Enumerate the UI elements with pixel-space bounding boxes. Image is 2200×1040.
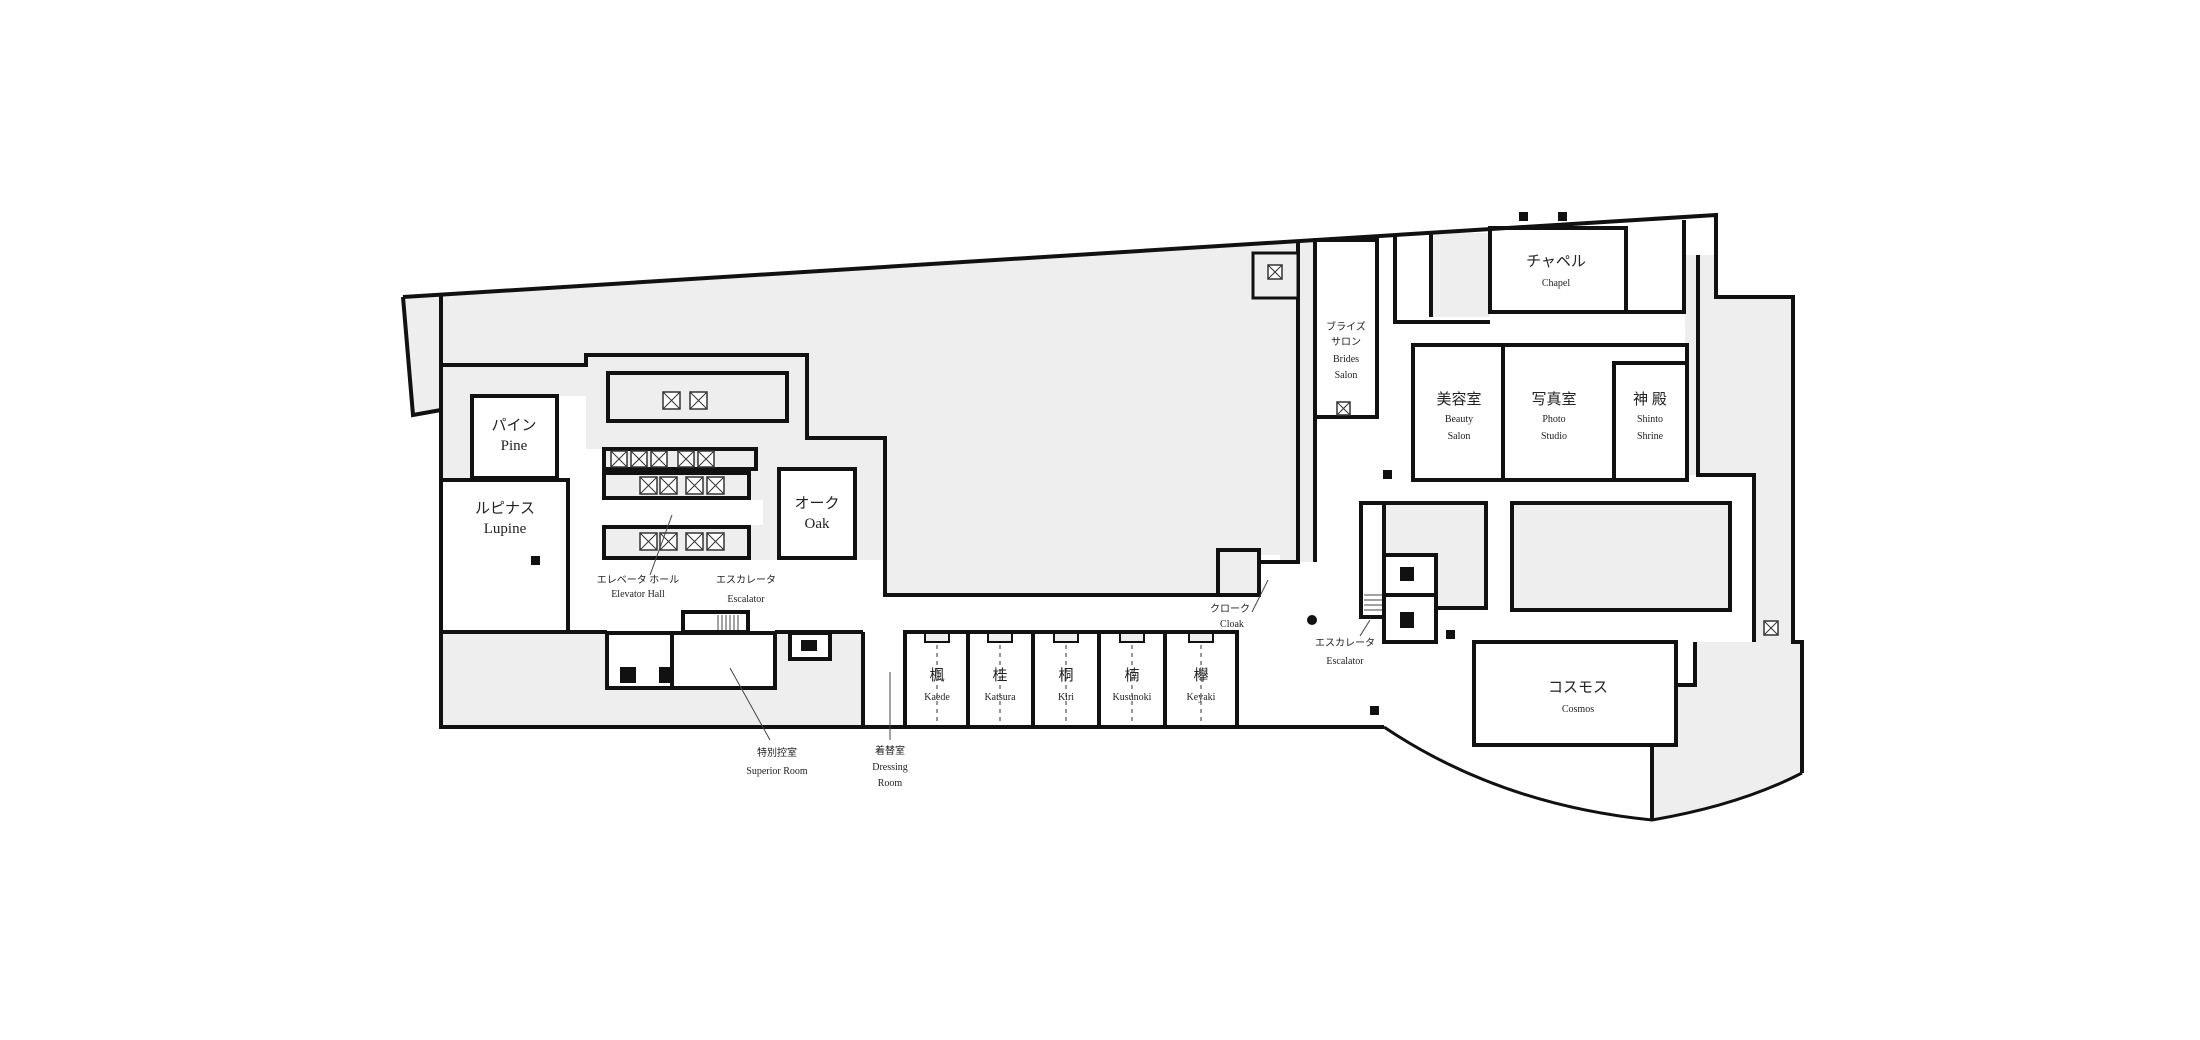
escalator-steps bbox=[717, 594, 1382, 630]
restroom-icons bbox=[620, 567, 1414, 683]
label-keyaki-en: Keyaki bbox=[1187, 692, 1216, 703]
label-dressing-ja: 着替室 bbox=[875, 744, 905, 757]
elevator-icon bbox=[685, 476, 704, 495]
leader-lines bbox=[649, 514, 1371, 741]
label-brides-ja1: ブライズ bbox=[1326, 320, 1366, 333]
elevator-icon bbox=[639, 532, 658, 551]
label-chapel-en: Chapel bbox=[1542, 278, 1571, 289]
label-keyaki-ja: 欅 bbox=[1193, 667, 1208, 684]
escalator-west bbox=[681, 610, 750, 634]
label-oak-ja: オーク bbox=[794, 495, 839, 512]
room-chapel[interactable] bbox=[1488, 226, 1628, 314]
label-elevator-hall-en: Elevator Hall bbox=[611, 589, 665, 600]
label-superior-room-en: Superior Room bbox=[746, 766, 808, 777]
label-kiri-ja: 桐 bbox=[1058, 667, 1073, 684]
label-chapel-ja: チャペル bbox=[1526, 254, 1586, 270]
label-escalator-east-ja: エスカレータ bbox=[1315, 637, 1375, 649]
restroom-women-icon bbox=[620, 667, 636, 683]
label-kaede-en: Kaede bbox=[924, 692, 950, 703]
room-cosmos[interactable] bbox=[1472, 640, 1678, 747]
label-cloak-ja: クローク bbox=[1210, 603, 1250, 615]
label-cloak-en: Cloak bbox=[1220, 619, 1244, 630]
label-photo-en2: Studio bbox=[1541, 431, 1567, 442]
restroom-women-icon bbox=[1400, 567, 1414, 581]
label-kaede-ja: 楓 bbox=[929, 667, 944, 684]
label-katsura-en: Katsura bbox=[984, 692, 1016, 703]
label-shinto-ja: 神 殿 bbox=[1633, 391, 1667, 408]
phone-icon bbox=[801, 640, 817, 651]
label-photo-ja: 写真室 bbox=[1531, 390, 1576, 408]
elevator-icon bbox=[659, 476, 678, 495]
room-oak[interactable] bbox=[777, 467, 857, 560]
label-cosmos-ja: コスモス bbox=[1548, 680, 1608, 696]
label-cosmos-en: Cosmos bbox=[1562, 704, 1594, 715]
label-pine-en: Pine bbox=[501, 438, 528, 454]
label-shinto-en1: Shinto bbox=[1637, 414, 1663, 425]
restroom-men-icon bbox=[1400, 612, 1414, 628]
room-shinto-shrine[interactable] bbox=[1612, 361, 1689, 482]
elevator-icon bbox=[677, 450, 695, 468]
label-beauty-ja: 美容室 bbox=[1436, 391, 1481, 408]
elevator-icon bbox=[1336, 401, 1351, 416]
labels: パイン Pine ルピナス Lupine オーク Oak エレベータ ホール E… bbox=[475, 254, 1667, 789]
label-escalator-west-ja: エスカレータ bbox=[716, 574, 776, 586]
elevator-icon bbox=[610, 450, 628, 468]
escalator-east-shaft bbox=[1359, 501, 1386, 619]
label-shinto-en2: Shrine bbox=[1637, 431, 1664, 442]
elevator-icon bbox=[685, 532, 704, 551]
label-escalator-west-en: Escalator bbox=[727, 594, 765, 605]
label-beauty-en1: Beauty bbox=[1445, 414, 1473, 425]
elevator-icon bbox=[706, 476, 725, 495]
label-superior-room-ja: 特別控室 bbox=[757, 746, 797, 759]
elevator-icon bbox=[1763, 620, 1779, 636]
label-brides-en2: Salon bbox=[1335, 370, 1358, 381]
label-dressing-en1: Dressing bbox=[872, 762, 908, 773]
banquet-rooms bbox=[903, 630, 1239, 729]
label-brides-ja2: サロン bbox=[1331, 336, 1361, 348]
label-escalator-east-en: Escalator bbox=[1326, 656, 1364, 667]
room-superior[interactable] bbox=[670, 631, 777, 690]
label-dressing-en2: Room bbox=[878, 778, 903, 789]
label-oak-en: Oak bbox=[805, 516, 830, 532]
room-beauty-salon[interactable] bbox=[1411, 343, 1505, 482]
elevator-icon bbox=[650, 450, 668, 468]
elevator-icon bbox=[662, 391, 681, 410]
elevator-icon bbox=[706, 532, 725, 551]
elevator-icon bbox=[1267, 264, 1283, 280]
label-kusunoki-ja: 楠 bbox=[1124, 667, 1139, 684]
label-pine-ja: パイン bbox=[491, 417, 536, 434]
room-pine[interactable] bbox=[470, 394, 559, 480]
room-dressing[interactable] bbox=[863, 632, 905, 727]
label-beauty-en2: Salon bbox=[1448, 431, 1471, 442]
label-lupine-en: Lupine bbox=[484, 521, 527, 537]
elevator-icon bbox=[630, 450, 648, 468]
columns bbox=[531, 212, 1567, 715]
label-elevator-hall-ja: エレベータ ホール bbox=[597, 574, 680, 586]
label-kusunoki-en: Kusunoki bbox=[1113, 692, 1152, 703]
restroom-men-icon bbox=[659, 667, 673, 683]
label-kiri-en: Kiri bbox=[1058, 692, 1074, 703]
elevator-icon bbox=[697, 450, 715, 468]
label-katsura-ja: 桂 bbox=[992, 667, 1007, 684]
elevators bbox=[610, 264, 1779, 636]
room-cloak-block bbox=[1216, 548, 1261, 597]
elevator-icon bbox=[639, 476, 658, 495]
room-lupine[interactable] bbox=[439, 478, 570, 634]
label-lupine-ja: ルピナス bbox=[475, 500, 535, 517]
rooms bbox=[439, 226, 1689, 747]
label-photo-en1: Photo bbox=[1542, 414, 1565, 425]
label-brides-en1: Brides bbox=[1333, 354, 1359, 365]
elevator-icon bbox=[689, 391, 708, 410]
walls bbox=[401, 212, 1804, 822]
